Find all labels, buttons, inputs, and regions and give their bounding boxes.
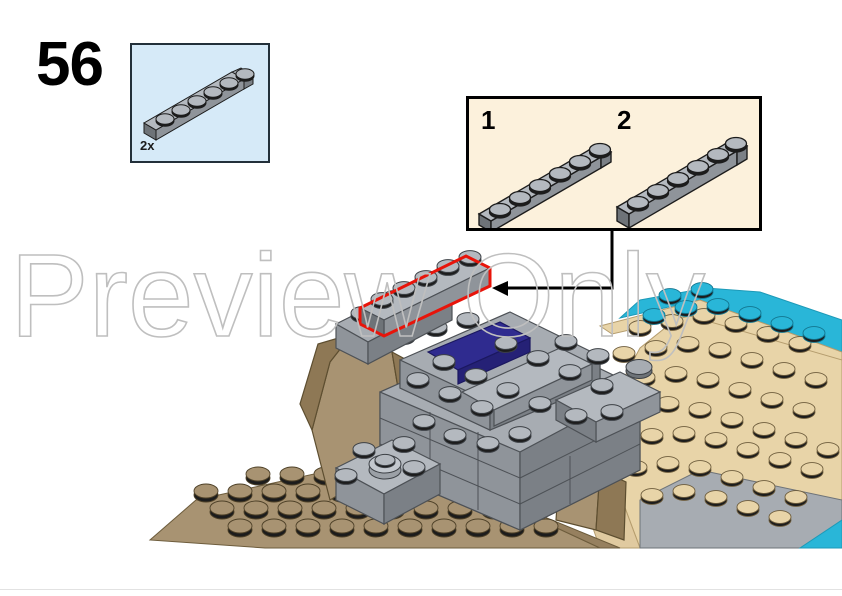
callout-pieces bbox=[477, 136, 749, 228]
callout-substep-number-2: 2 bbox=[617, 105, 632, 135]
callout-box: 1 2 bbox=[466, 96, 762, 231]
callout-substep-number-1: 1 bbox=[481, 105, 496, 135]
red-highlight-outline bbox=[358, 254, 492, 338]
footer-divider bbox=[0, 589, 842, 590]
callout-piece-1 bbox=[477, 142, 613, 228]
parts-box: 2x bbox=[130, 43, 270, 163]
callout-piece-2 bbox=[615, 136, 749, 228]
leader-arrowhead bbox=[492, 281, 508, 296]
callout-leader-line bbox=[502, 231, 614, 290]
gray-structure bbox=[334, 281, 662, 531]
highlighted-new-part bbox=[358, 250, 492, 338]
parts-quantity-label: 2x bbox=[140, 138, 155, 153]
parts-box-piece bbox=[143, 67, 255, 141]
step-number: 56 bbox=[36, 30, 104, 99]
gray-round-tile bbox=[625, 359, 653, 379]
